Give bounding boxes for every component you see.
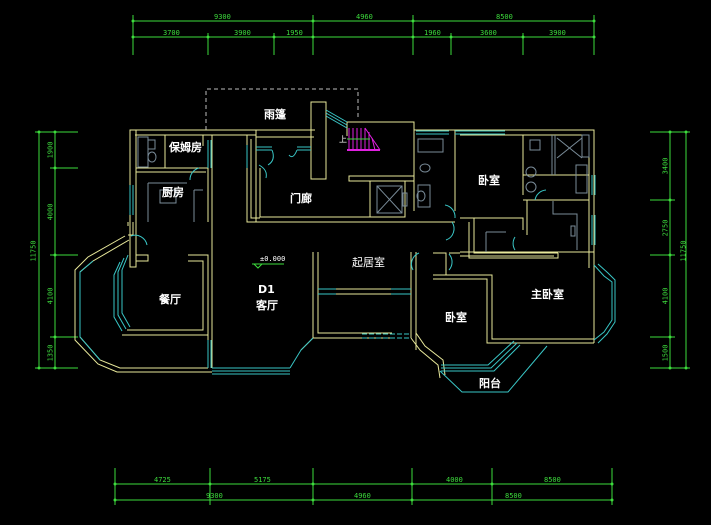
- room-label-bedroom-north: 卧室: [478, 174, 500, 187]
- room-label-nanny-room: 保姆房: [169, 141, 202, 154]
- dim-right-overall: 11750: [679, 240, 688, 262]
- room-label-living: 客厅: [256, 299, 278, 312]
- dim-top-detail-1: 3700: [163, 29, 180, 37]
- dim-left-detail-1: 1900: [46, 141, 55, 159]
- room-label-kitchen: 厨房: [162, 186, 184, 199]
- room-label-master-bedroom: 主卧室: [531, 288, 564, 301]
- level-mark: ±0.000: [260, 255, 286, 263]
- dim-top-detail-3: 1950: [286, 29, 303, 37]
- room-label-balcony: 阳台: [479, 377, 501, 390]
- dim-top-detail-4: 1960: [424, 29, 441, 37]
- dim-left-detail-4: 1350: [46, 344, 55, 362]
- dim-top-detail-2: 3900: [234, 29, 251, 37]
- room-label-bedroom-south: 卧室: [445, 311, 467, 324]
- dim-bottom-overall-2: 4960: [354, 492, 371, 500]
- dim-bottom-overall-3: 8500: [505, 492, 522, 500]
- staircase: [347, 127, 381, 151]
- windows: [79, 109, 616, 393]
- walls: [74, 101, 595, 379]
- dim-bottom-detail-2: 5175: [254, 476, 271, 484]
- room-label-family-room: 起居室: [352, 256, 385, 269]
- dim-bottom-overall-1: 9300: [206, 492, 223, 500]
- dim-top-overall-1: 9300: [214, 13, 231, 21]
- dim-left-overall: 11750: [29, 240, 38, 262]
- room-label-canopy: 雨篷: [264, 108, 286, 121]
- dimension-ticks: [37, 19, 688, 502]
- room-label-foyer: 门廊: [290, 192, 312, 205]
- room-label-dining: 餐厅: [159, 293, 181, 306]
- room-label-living-code: D1: [258, 283, 275, 296]
- stair-up-label: 上: [339, 135, 347, 144]
- dim-bottom-detail-4: 8500: [544, 476, 561, 484]
- dim-left-detail-3: 4100: [46, 287, 55, 305]
- fixtures: [137, 134, 590, 252]
- dim-right-detail-4: 1500: [661, 344, 670, 362]
- dim-left-detail-2: 4000: [46, 203, 55, 221]
- dim-top-detail-5: 3600: [480, 29, 497, 37]
- dim-right-detail-2: 2750: [661, 219, 670, 237]
- dim-top-detail-6: 3900: [549, 29, 566, 37]
- dim-right-detail-1: 3400: [661, 157, 670, 175]
- dim-bottom-detail-3: 4000: [446, 476, 463, 484]
- dim-top-overall-3: 8500: [496, 13, 513, 21]
- door-swings: [130, 149, 547, 271]
- level-marker: [252, 263, 284, 269]
- dim-bottom-detail-1: 4725: [154, 476, 171, 484]
- dim-right-detail-3: 4100: [661, 287, 670, 305]
- dim-top-overall-2: 4960: [356, 13, 373, 21]
